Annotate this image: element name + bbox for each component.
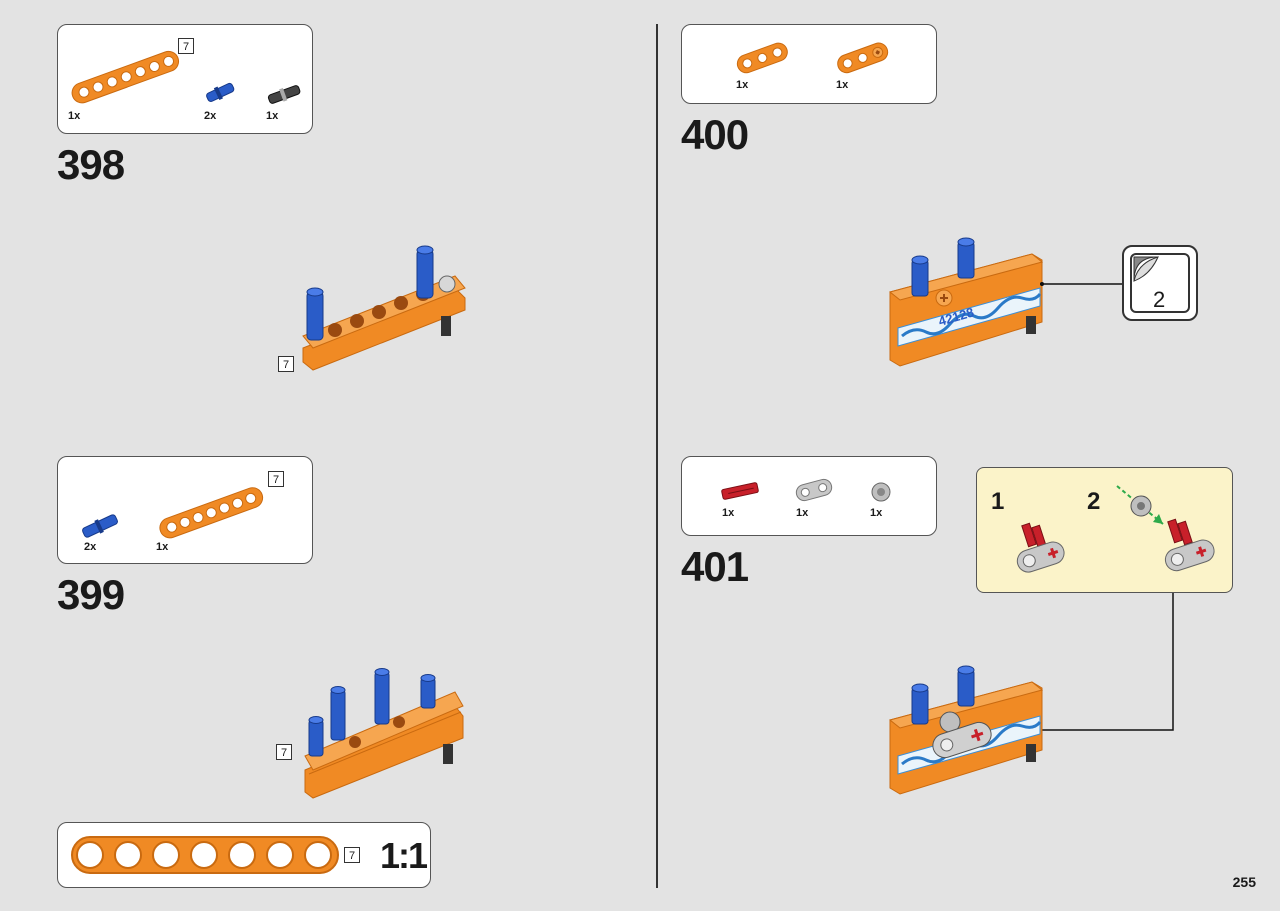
part-qty: 1x [870, 507, 883, 519]
sticker-icon [1130, 253, 1190, 313]
beam-length-badge: 7 [276, 744, 292, 760]
part-qty: 2x [84, 541, 97, 553]
callout-step-2-image [1116, 485, 1215, 572]
beam-length-badge: 7 [344, 847, 360, 863]
callout-step-number: 2 [1087, 488, 1101, 515]
orange-beam-7-icon [159, 487, 264, 539]
step-399-parts-box: 2x 7 1x [57, 456, 313, 564]
page-divider [656, 24, 658, 888]
step-401-parts-box: 1x 1x 1x [681, 456, 937, 536]
part-qty: 1x [836, 79, 849, 91]
callout-step-1-image [1016, 522, 1065, 573]
part-qty: 2x [204, 110, 217, 122]
blue-pin-icon [206, 82, 235, 102]
step-398-model [302, 245, 466, 371]
sticker-number: 2 [1153, 287, 1166, 312]
beam-length-badge: 7 [268, 471, 284, 487]
black-pin-icon [267, 85, 301, 104]
gray-bush-icon [871, 482, 891, 502]
step-number: 399 [57, 571, 125, 618]
step-401-model [888, 665, 1044, 795]
gray-connector-icon [795, 478, 833, 502]
part-qty: 1x [796, 507, 809, 519]
beam-length-badge: 7 [178, 38, 194, 54]
step-400-model: 42128 [888, 237, 1044, 367]
orange-beam-3-axle-icon [837, 42, 889, 74]
red-axle-icon [721, 482, 759, 500]
beam-1-1-icon [71, 836, 339, 874]
part-qty: 1x [156, 541, 169, 553]
blue-pin-icon [82, 514, 118, 538]
part-qty: 1x [722, 507, 735, 519]
step-number: 400 [681, 111, 749, 158]
callout-step-number: 1 [991, 488, 1005, 515]
part-qty: 1x [266, 110, 279, 122]
page-number: 255 [1232, 874, 1256, 890]
sub-assembly-callout: 1 2 [976, 467, 1233, 593]
step-400-parts-box: 1x 1x [681, 24, 937, 104]
orange-beam-3-icon [736, 42, 788, 74]
step-number: 398 [57, 141, 125, 188]
orange-beam-7-icon [71, 50, 180, 104]
part-qty: 1x [736, 79, 749, 91]
scale-guide-box: 7 1:1 [57, 822, 431, 888]
beam-length-badge: 7 [278, 356, 294, 372]
part-qty: 1x [68, 110, 81, 122]
step-number: 401 [681, 543, 749, 590]
scale-label: 1:1 [380, 835, 428, 876]
step-399-model [304, 668, 464, 799]
sticker-callout: 2 [1122, 245, 1198, 321]
sticker-leader-line [1040, 282, 1126, 286]
step-398-parts-box: 7 1x 2x 1x [57, 24, 313, 134]
